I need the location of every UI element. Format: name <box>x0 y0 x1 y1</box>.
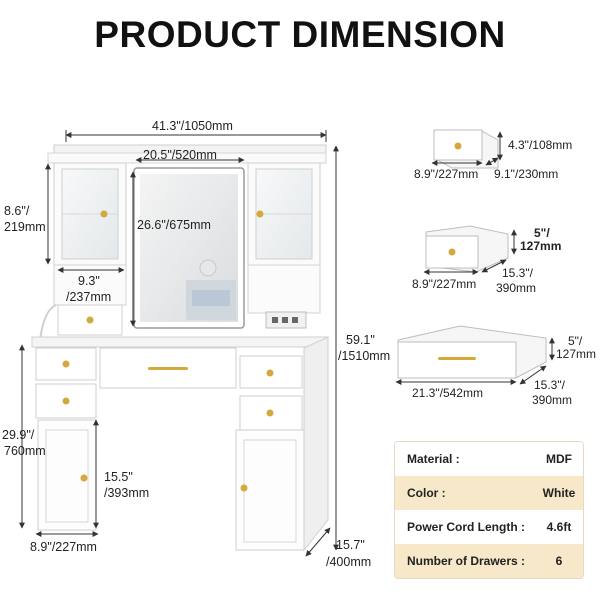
medium-drawer-height-mm-label: 127mm <box>520 239 562 253</box>
large-drawer-illustration <box>397 325 547 379</box>
vanity-hutch <box>39 144 327 341</box>
small-drawer-depth-label: 9.1"/230mm <box>494 167 559 181</box>
cabinet-height-mm-label: 219mm <box>4 220 46 234</box>
overall-width-label: 41.3"/1050mm <box>152 119 233 133</box>
spec-key: Color : <box>407 486 446 500</box>
leg-depth-in-label: 15.5" <box>104 470 133 484</box>
spec-value: MDF <box>546 452 572 466</box>
vanity-desk <box>31 336 329 552</box>
large-drawer-height-in-label: 5"/ <box>568 334 583 348</box>
spec-key: Power Cord Length : <box>407 520 525 534</box>
small-drawer-height-label: 4.3"/108mm <box>508 138 573 152</box>
spec-value: 6 <box>555 554 563 568</box>
left-cabinet-knob <box>100 210 108 218</box>
desk-height-in-label: 29.9"/ <box>2 428 35 442</box>
spec-value: White <box>542 486 576 500</box>
leg-depth-mm-label: /393mm <box>104 486 150 500</box>
large-drawer-depth-mm-label: 390mm <box>532 393 573 407</box>
cabinet-height-in-label: 8.6"/ <box>4 204 30 218</box>
spec-key: Material : <box>407 452 460 466</box>
total-height-mm-label: /1510mm <box>338 349 391 363</box>
page-title: PRODUCT DIMENSION <box>94 14 506 55</box>
large-drawer-height-mm-label: 127mm <box>556 347 597 361</box>
right-cabinet-knob <box>256 210 264 218</box>
spec-row-drawers: Number of Drawers : 6 <box>395 544 583 578</box>
desk-height-mm-label: 760mm <box>4 444 46 458</box>
base-width-label: 8.9"/227mm <box>30 540 97 554</box>
spec-row-power-cord: Power Cord Length : 4.6ft <box>395 510 583 544</box>
depth-in-label: 15.7" <box>336 538 365 552</box>
large-drawer-depth-in-label: 15.3"/ <box>534 378 565 392</box>
mirror-width-label: 20.5"/520mm <box>143 148 217 162</box>
spec-key: Number of Drawers : <box>407 554 526 568</box>
medium-drawer-height-in-label: 5"/ <box>534 226 550 240</box>
cabinet-width-in-label: 9.3" <box>78 274 100 288</box>
spec-row-color: Color : White <box>395 476 583 510</box>
total-height-in-label: 59.1" <box>346 333 375 347</box>
mirror-height-label: 26.6"/675mm <box>137 218 211 232</box>
medium-drawer-depth-in-label: 15.3"/ <box>502 266 533 280</box>
large-drawer-width-label: 21.3"/542mm <box>412 386 483 400</box>
spec-row-material: Material : MDF <box>395 442 583 476</box>
cabinet-width-mm-label: /237mm <box>66 290 112 304</box>
medium-drawer-depth-mm-label: 390mm <box>496 281 537 295</box>
spec-value: 4.6ft <box>546 520 572 534</box>
small-drawer-width-label: 8.9"/227mm <box>414 167 479 181</box>
medium-drawer-width-label: 8.9"/227mm <box>412 277 477 291</box>
specification-table: Material : MDF Color : White Power Cord … <box>394 441 584 579</box>
small-drawer-illustration <box>433 129 499 169</box>
depth-mm-label: /400mm <box>326 555 372 569</box>
